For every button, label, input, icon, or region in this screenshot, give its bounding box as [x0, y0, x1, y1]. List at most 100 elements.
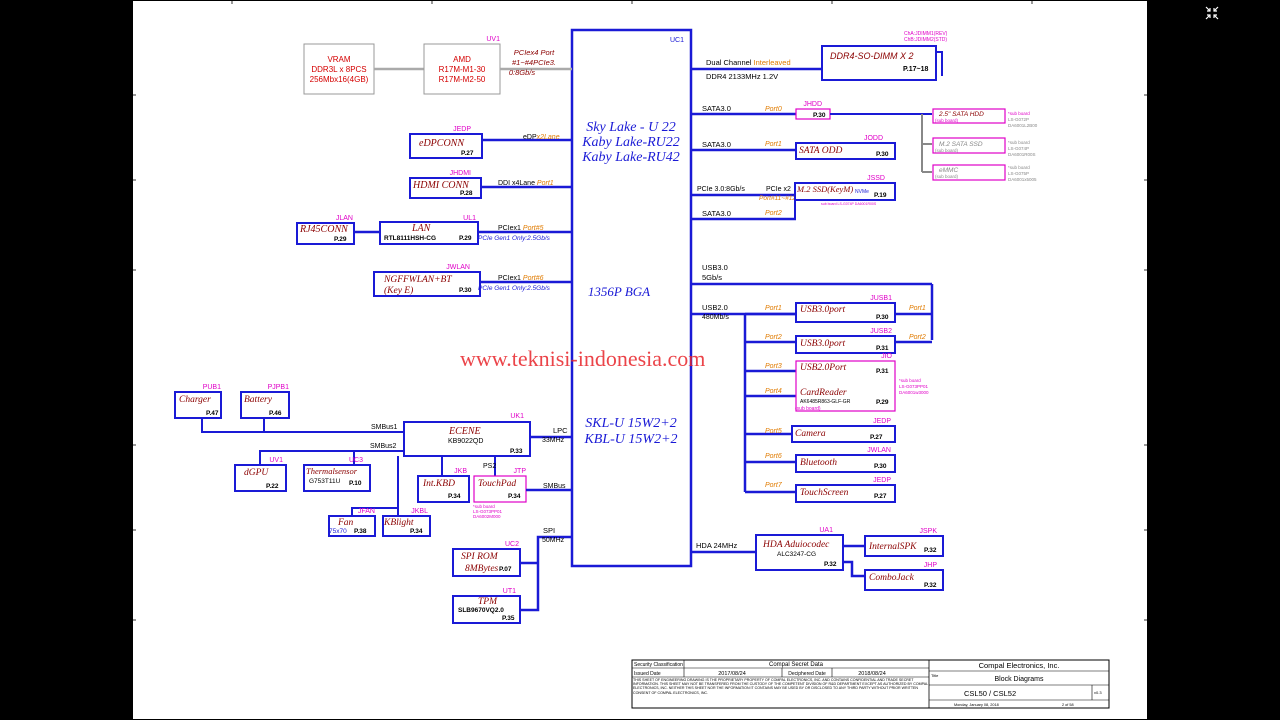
msata-note-3: DA6001R00S: [1008, 152, 1036, 157]
wlan-label-2: (Key E): [384, 285, 413, 296]
hdd-note-1: *sub board: [1008, 111, 1030, 116]
bluetooth-label: Bluetooth: [800, 458, 837, 468]
lan-label: LAN: [411, 223, 432, 234]
confidential-notice-box: THIS SHEET OF ENGINEERING DRAWING IS THE…: [633, 678, 928, 695]
usb3-bus-label: USB3.0: [702, 263, 728, 272]
touchscreen-box: [795, 484, 896, 503]
emmc-note-2: LS-G075P: [1008, 171, 1029, 176]
touchpad-note-3: DA6002M000: [473, 514, 501, 519]
emmc-subboard-sub: (sub board): [935, 174, 959, 179]
gpu-box: [423, 43, 501, 95]
ddr-speed: DDR4 2133MHz 1.2V: [706, 72, 778, 81]
cardreader-note-3: DA6001w3000: [899, 390, 929, 395]
fan-label: Fan: [337, 518, 354, 528]
sheet-date: Monday, January 08, 2018: [954, 703, 999, 707]
ec-fan-link: [351, 456, 399, 516]
model-name: CSL50 / CSL52: [964, 689, 1016, 698]
touchpad-page: P.34: [508, 493, 521, 500]
fan-ref: JFAN: [358, 508, 375, 515]
security-label: Security Classification: [634, 662, 683, 668]
m2-note: sub board LS-G074P DA6001R00S: [821, 202, 877, 206]
thermal-ref: UC3: [349, 457, 363, 464]
combo-jack-box: [864, 569, 944, 591]
thermal-box: [303, 464, 371, 492]
kblight-box: [382, 515, 431, 537]
sata1-port: Port1: [765, 141, 782, 148]
cpu-variant-1: SKL-U 15W2+2: [585, 416, 677, 431]
tpm-ref: UT1: [503, 588, 516, 595]
usb-port2-label: Port2: [765, 334, 782, 341]
kbd-ref: JKB: [454, 468, 467, 475]
cpu-package: 1356P BGA: [588, 284, 650, 299]
cpu-name-line-1: Sky Lake - U 22: [586, 120, 675, 135]
lan-bus-speed: PCIe Gen1 Only:2.5Gb/s: [478, 235, 551, 242]
usb3-port1-label: USB3.0port: [800, 305, 845, 315]
collapse-icon[interactable]: [1203, 4, 1221, 22]
usb3-speed: 5Gb/s: [702, 273, 722, 282]
sata2-port: Port2: [765, 210, 782, 217]
m2-nvme: NVMe: [855, 189, 869, 195]
audio-codec-box: [755, 534, 844, 571]
usb-port3-label: Port3: [765, 363, 782, 370]
m2-page: P.19: [874, 192, 887, 199]
issued-label: Issued Date: [634, 671, 661, 677]
gpu-line-2: R17M-M1-30: [439, 65, 486, 74]
battery-label: Battery: [244, 395, 273, 405]
bluetooth-box: [795, 454, 896, 473]
edp-connector-box: [409, 133, 483, 159]
camera-ref: JEDP: [873, 418, 891, 425]
ddr-label: DDR4-SO-DIMM X 2: [830, 51, 914, 61]
spi-bus: [520, 535, 572, 612]
usb3-port2-label: USB3.0port: [800, 339, 845, 349]
battery-box: [240, 391, 290, 419]
cardreader-label: CardReader: [800, 388, 847, 398]
odd-connector-box: [795, 142, 896, 160]
spi-rom-box: [452, 548, 521, 577]
touchscreen-label: TouchScreen: [800, 488, 849, 498]
msata-note-2: LS-G074P: [1008, 146, 1029, 151]
deciphered-label: Deciphered Date: [788, 671, 826, 677]
sata2-bus-label: SATA3.0: [702, 209, 731, 218]
hdd-subboard-box: [932, 108, 1006, 124]
wlan-box: [373, 271, 481, 297]
usb-port6-label: Port6: [765, 453, 782, 460]
hdmi-bus-label: DDI x4Lane Port1: [498, 180, 554, 187]
emmc-note-1: *sub board: [1008, 165, 1030, 170]
smbus2-label: SMBus2: [370, 443, 397, 450]
internal-spk-box: [864, 535, 944, 557]
emmc-subboard-box: [932, 164, 1006, 181]
dgpu-label: dGPU: [244, 468, 269, 478]
vram-box: [303, 43, 375, 95]
battery-ref: PJPB1: [268, 384, 290, 391]
edp-ref: JEDP: [453, 126, 471, 133]
thermal-page: P.10: [349, 480, 362, 487]
cardreader-note-1: *sub board: [899, 378, 921, 383]
spi-speed: 50MHz: [542, 537, 565, 544]
m2-ssd-box: [794, 182, 896, 201]
usb2-port-page: P.31: [876, 368, 889, 375]
charger-ref: PUB1: [203, 384, 221, 391]
audio-codec-label: HDA Aduiocodec: [762, 540, 830, 550]
combo-jack-ref: JHP: [924, 562, 938, 569]
company-name: Compal Electronics, Inc.: [979, 661, 1060, 670]
ps2-label: PS2: [483, 463, 496, 470]
m2-bus-label: PCIe 3.0:8Gb/s: [697, 186, 745, 193]
hdmi-label: HDMI CONN: [412, 180, 470, 191]
hdd-page: P.30: [813, 112, 826, 119]
combo-jack-page: P.32: [924, 582, 937, 589]
kblight-ref: JKBL: [411, 508, 428, 515]
audio-codec-page: P.32: [824, 561, 837, 568]
wlan-page: P.30: [459, 287, 472, 294]
gpu-line-1: AMD: [453, 55, 471, 64]
msata-subboard-sub: (sub board): [935, 148, 959, 153]
cardreader-note-2: LS-G073PP01: [899, 384, 929, 389]
fan-page: P.38: [354, 528, 367, 535]
kbd-box: [417, 475, 470, 503]
usb2-port-label: USB2.0Port: [800, 363, 847, 373]
touchpad-box: [473, 475, 527, 503]
usb3-port1-ref: JUSB1: [870, 295, 892, 302]
tpm-box: [452, 595, 521, 624]
usb3-port1-box: [795, 302, 896, 323]
usb-port5-label: Port5: [765, 428, 782, 435]
security-value: Compal Secret Data: [769, 662, 824, 668]
